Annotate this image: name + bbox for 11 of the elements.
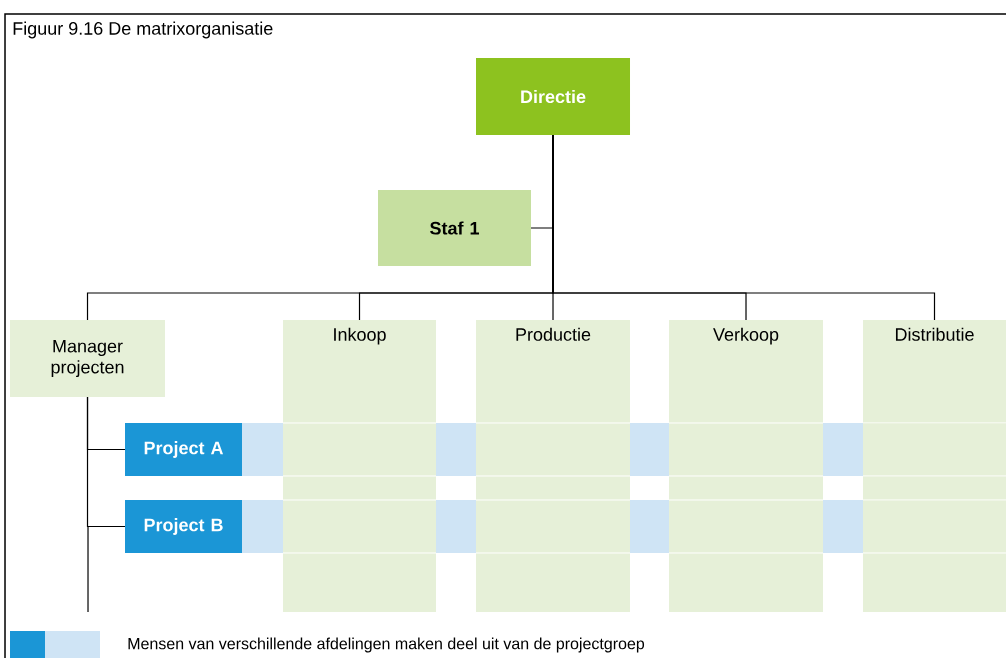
- staff-box: Staf 1: [378, 190, 531, 266]
- department-column: Productie: [476, 320, 630, 612]
- project-box: Project B: [125, 500, 242, 553]
- management-box: Directie: [476, 58, 630, 135]
- legend-text: Mensen van verschillende afdelingen maken deel uit van de projectgroep: [128, 637, 645, 653]
- department-column: Distributie: [863, 320, 1006, 612]
- project-box: Project A: [125, 423, 242, 476]
- department-column: Inkoop: [283, 320, 436, 612]
- figure-title: Figuur 9.16 De matrixorganisatie: [13, 21, 273, 39]
- department-column: Verkoop: [669, 320, 823, 612]
- manager-box: Manager projecten: [10, 320, 165, 397]
